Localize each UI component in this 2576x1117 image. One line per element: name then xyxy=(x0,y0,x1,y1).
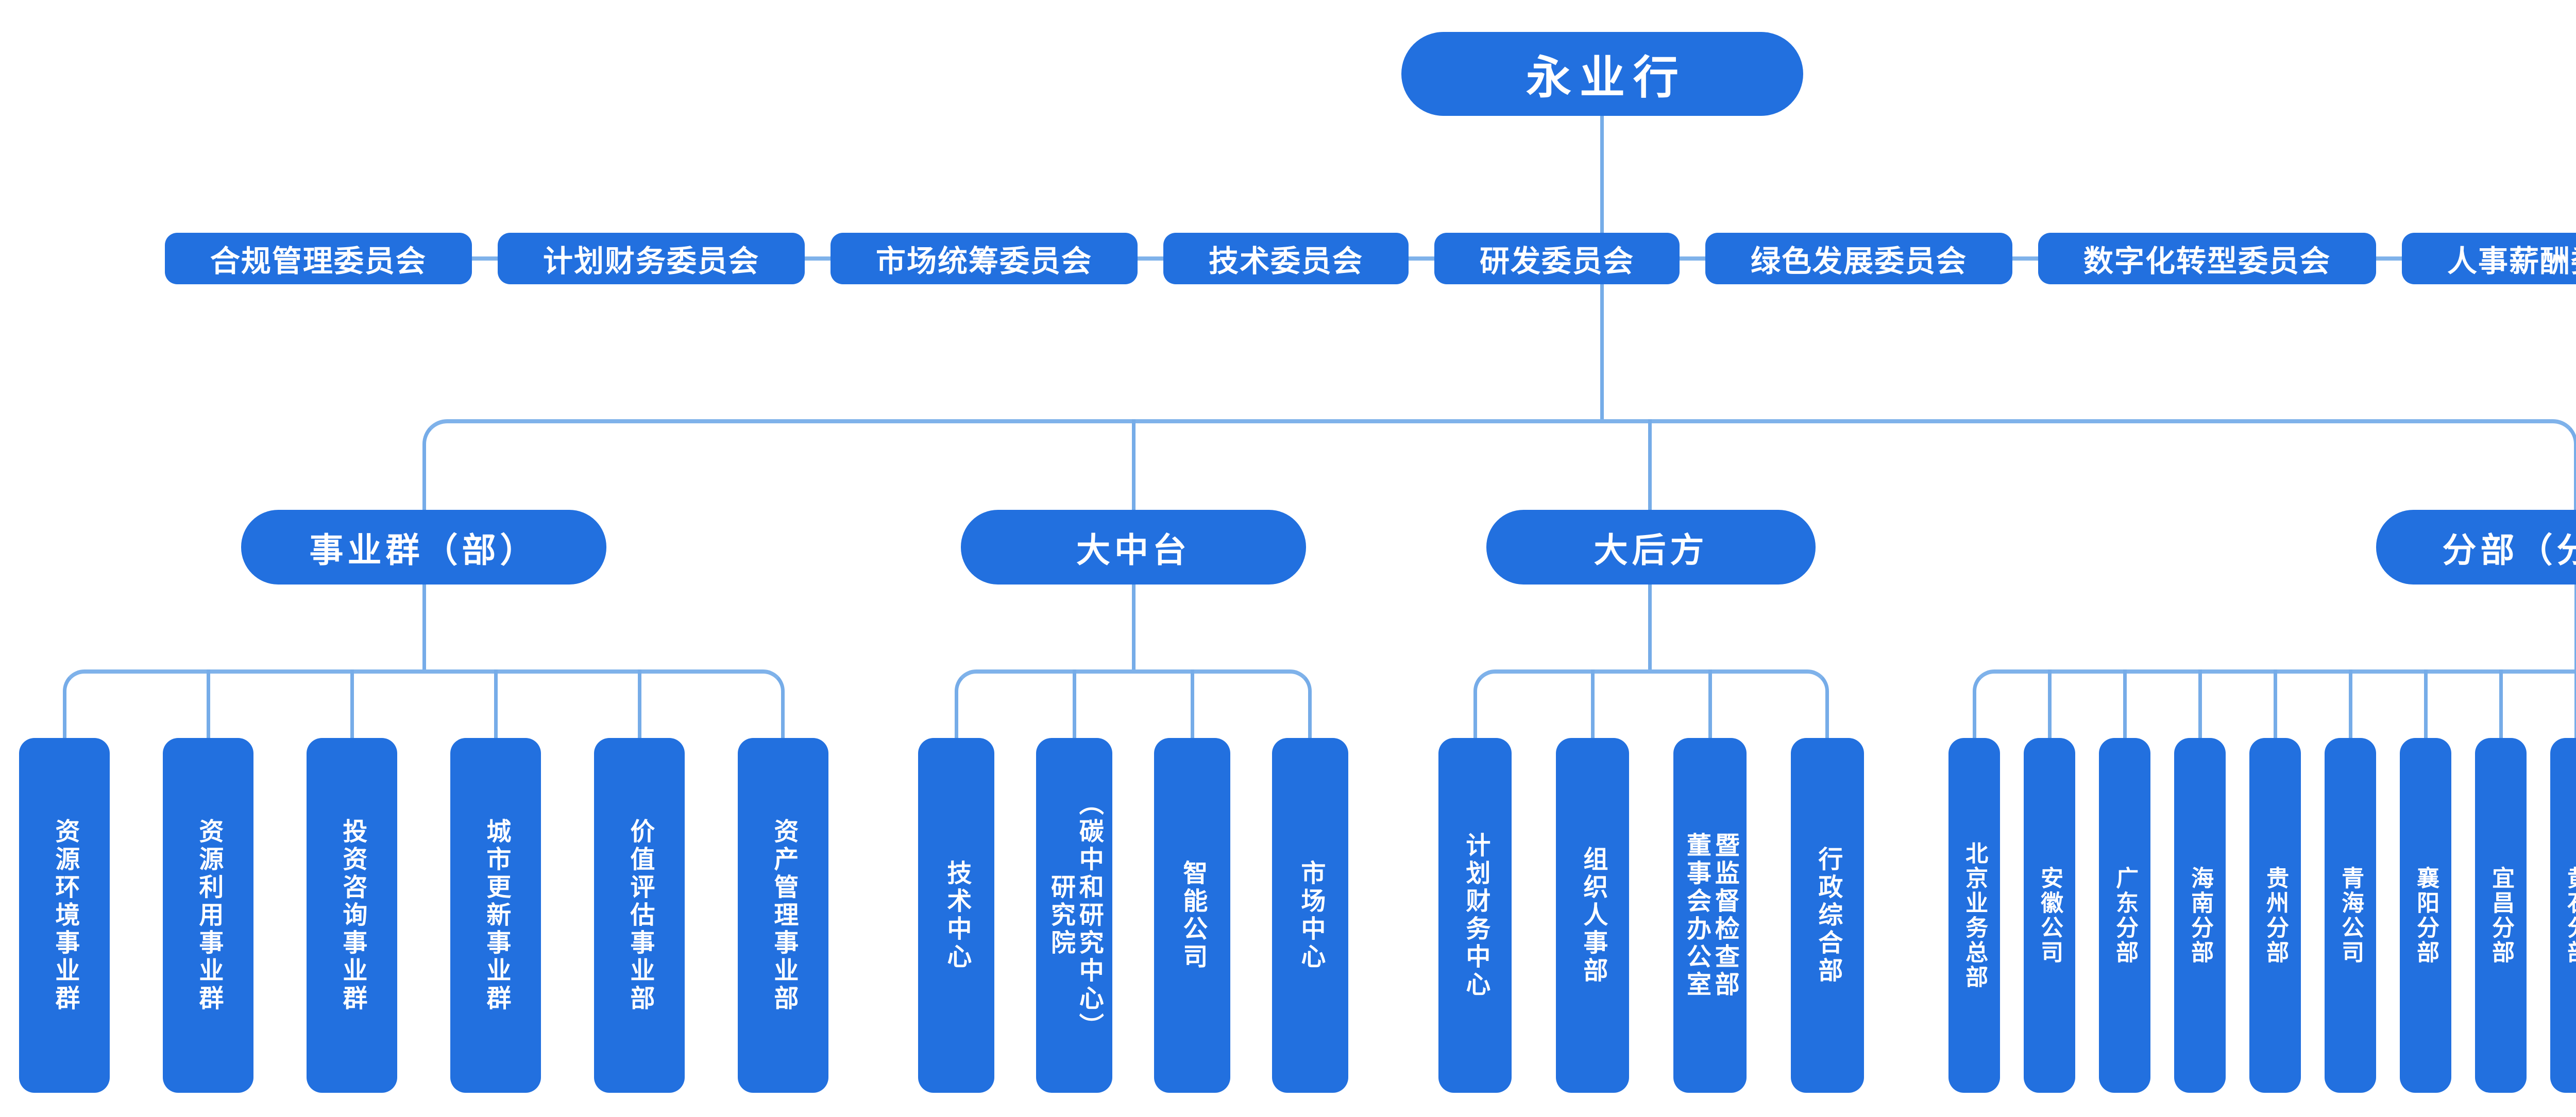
group-node-business-groups: 事业群（部） xyxy=(241,510,606,585)
connector-leaf-distributor-group3 xyxy=(1473,669,1829,738)
branch-node: 安徽公司 xyxy=(2024,669,2075,1093)
committee-node: 合规管理委员会 xyxy=(164,233,472,284)
department-node: 技术中心 xyxy=(918,738,994,1093)
committee-row: 合规管理委员会计划财务委员会市场统筹委员会技术委员会研发委员会绿色发展委员会数字… xyxy=(0,233,2576,284)
committee-node: 数字化转型委员会 xyxy=(2038,233,2377,284)
branch-node: 青海公司 xyxy=(2325,669,2376,1093)
committee-node: 计划财务委员会 xyxy=(497,233,805,284)
leaf-row-branches: 北京业务总部安徽公司广东分部海南分部贵州分部青海公司襄阳分部宜昌分部黄石分部十堰… xyxy=(1948,669,2576,1093)
group-node-back-office: 大后方 xyxy=(1486,510,1816,585)
committee-node: 研发委员会 xyxy=(1434,233,1680,284)
department-node: 组织人事部 xyxy=(1556,669,1629,1093)
leaf-row-middle-platform: 技术中心研究院 （碳中和研究中心） 智能公司市场中心 xyxy=(918,669,1348,1093)
branch-node: 宜昌分部 xyxy=(2475,669,2527,1093)
connector-group-distributor xyxy=(422,419,2576,512)
connector-stem-group2 xyxy=(1132,582,1136,672)
department-node: 投资咨询事业群 xyxy=(307,669,397,1093)
committee-node: 技术委员会 xyxy=(1163,233,1409,284)
connector-stem-group4 xyxy=(2574,582,2576,672)
department-node: 研究院 （碳中和研究中心） xyxy=(1036,669,1112,1093)
committee-node: 市场统筹委员会 xyxy=(830,233,1138,284)
branch-node: 黄石分部 xyxy=(2550,669,2576,1093)
department-node: 城市更新事业群 xyxy=(450,669,541,1093)
department-node: 行政综合部 xyxy=(1791,738,1864,1093)
leaf-row-business-groups: 资源环境事业群资源利用事业群投资咨询事业群城市更新事业群价值评估事业部资产管理事… xyxy=(19,669,828,1093)
connector-stem-group3 xyxy=(1648,582,1652,672)
department-node: 资源利用事业群 xyxy=(163,669,253,1093)
connector-drop-group3 xyxy=(1648,419,1652,512)
root-node: 永业行 xyxy=(1401,32,1803,116)
connector-stem-group1 xyxy=(422,582,426,672)
branch-node: 广东分部 xyxy=(2099,669,2150,1093)
branch-node: 襄阳分部 xyxy=(2400,669,2451,1093)
group-node-branches: 分部（分公司） xyxy=(2376,510,2576,585)
branch-node: 北京业务总部 xyxy=(1948,738,2000,1093)
connector-leaf-distributor-group2 xyxy=(955,669,1312,738)
department-node: 资产管理事业部 xyxy=(738,738,828,1093)
branch-node: 贵州分部 xyxy=(2249,669,2301,1093)
department-node: 市场中心 xyxy=(1272,738,1348,1093)
group-node-middle-platform: 大中台 xyxy=(961,510,1306,585)
department-node: 董事会办公室 暨监督检查部 xyxy=(1673,669,1747,1093)
department-node: 计划财务中心 xyxy=(1438,738,1512,1093)
leaf-row-back-office: 计划财务中心组织人事部董事会办公室 暨监督检查部行政综合部 xyxy=(1438,669,1864,1093)
department-node: 智能公司 xyxy=(1154,669,1230,1093)
connector-drop-group2 xyxy=(1132,419,1136,512)
committee-node: 人事薪酬委员会 xyxy=(2402,233,2576,284)
branch-node: 海南分部 xyxy=(2174,669,2226,1093)
department-node: 资源环境事业群 xyxy=(19,738,110,1093)
connector-leaf-distributor-group1 xyxy=(63,669,785,738)
committee-node: 绿色发展委员会 xyxy=(1705,233,2013,284)
department-node: 价值评估事业部 xyxy=(594,669,685,1093)
